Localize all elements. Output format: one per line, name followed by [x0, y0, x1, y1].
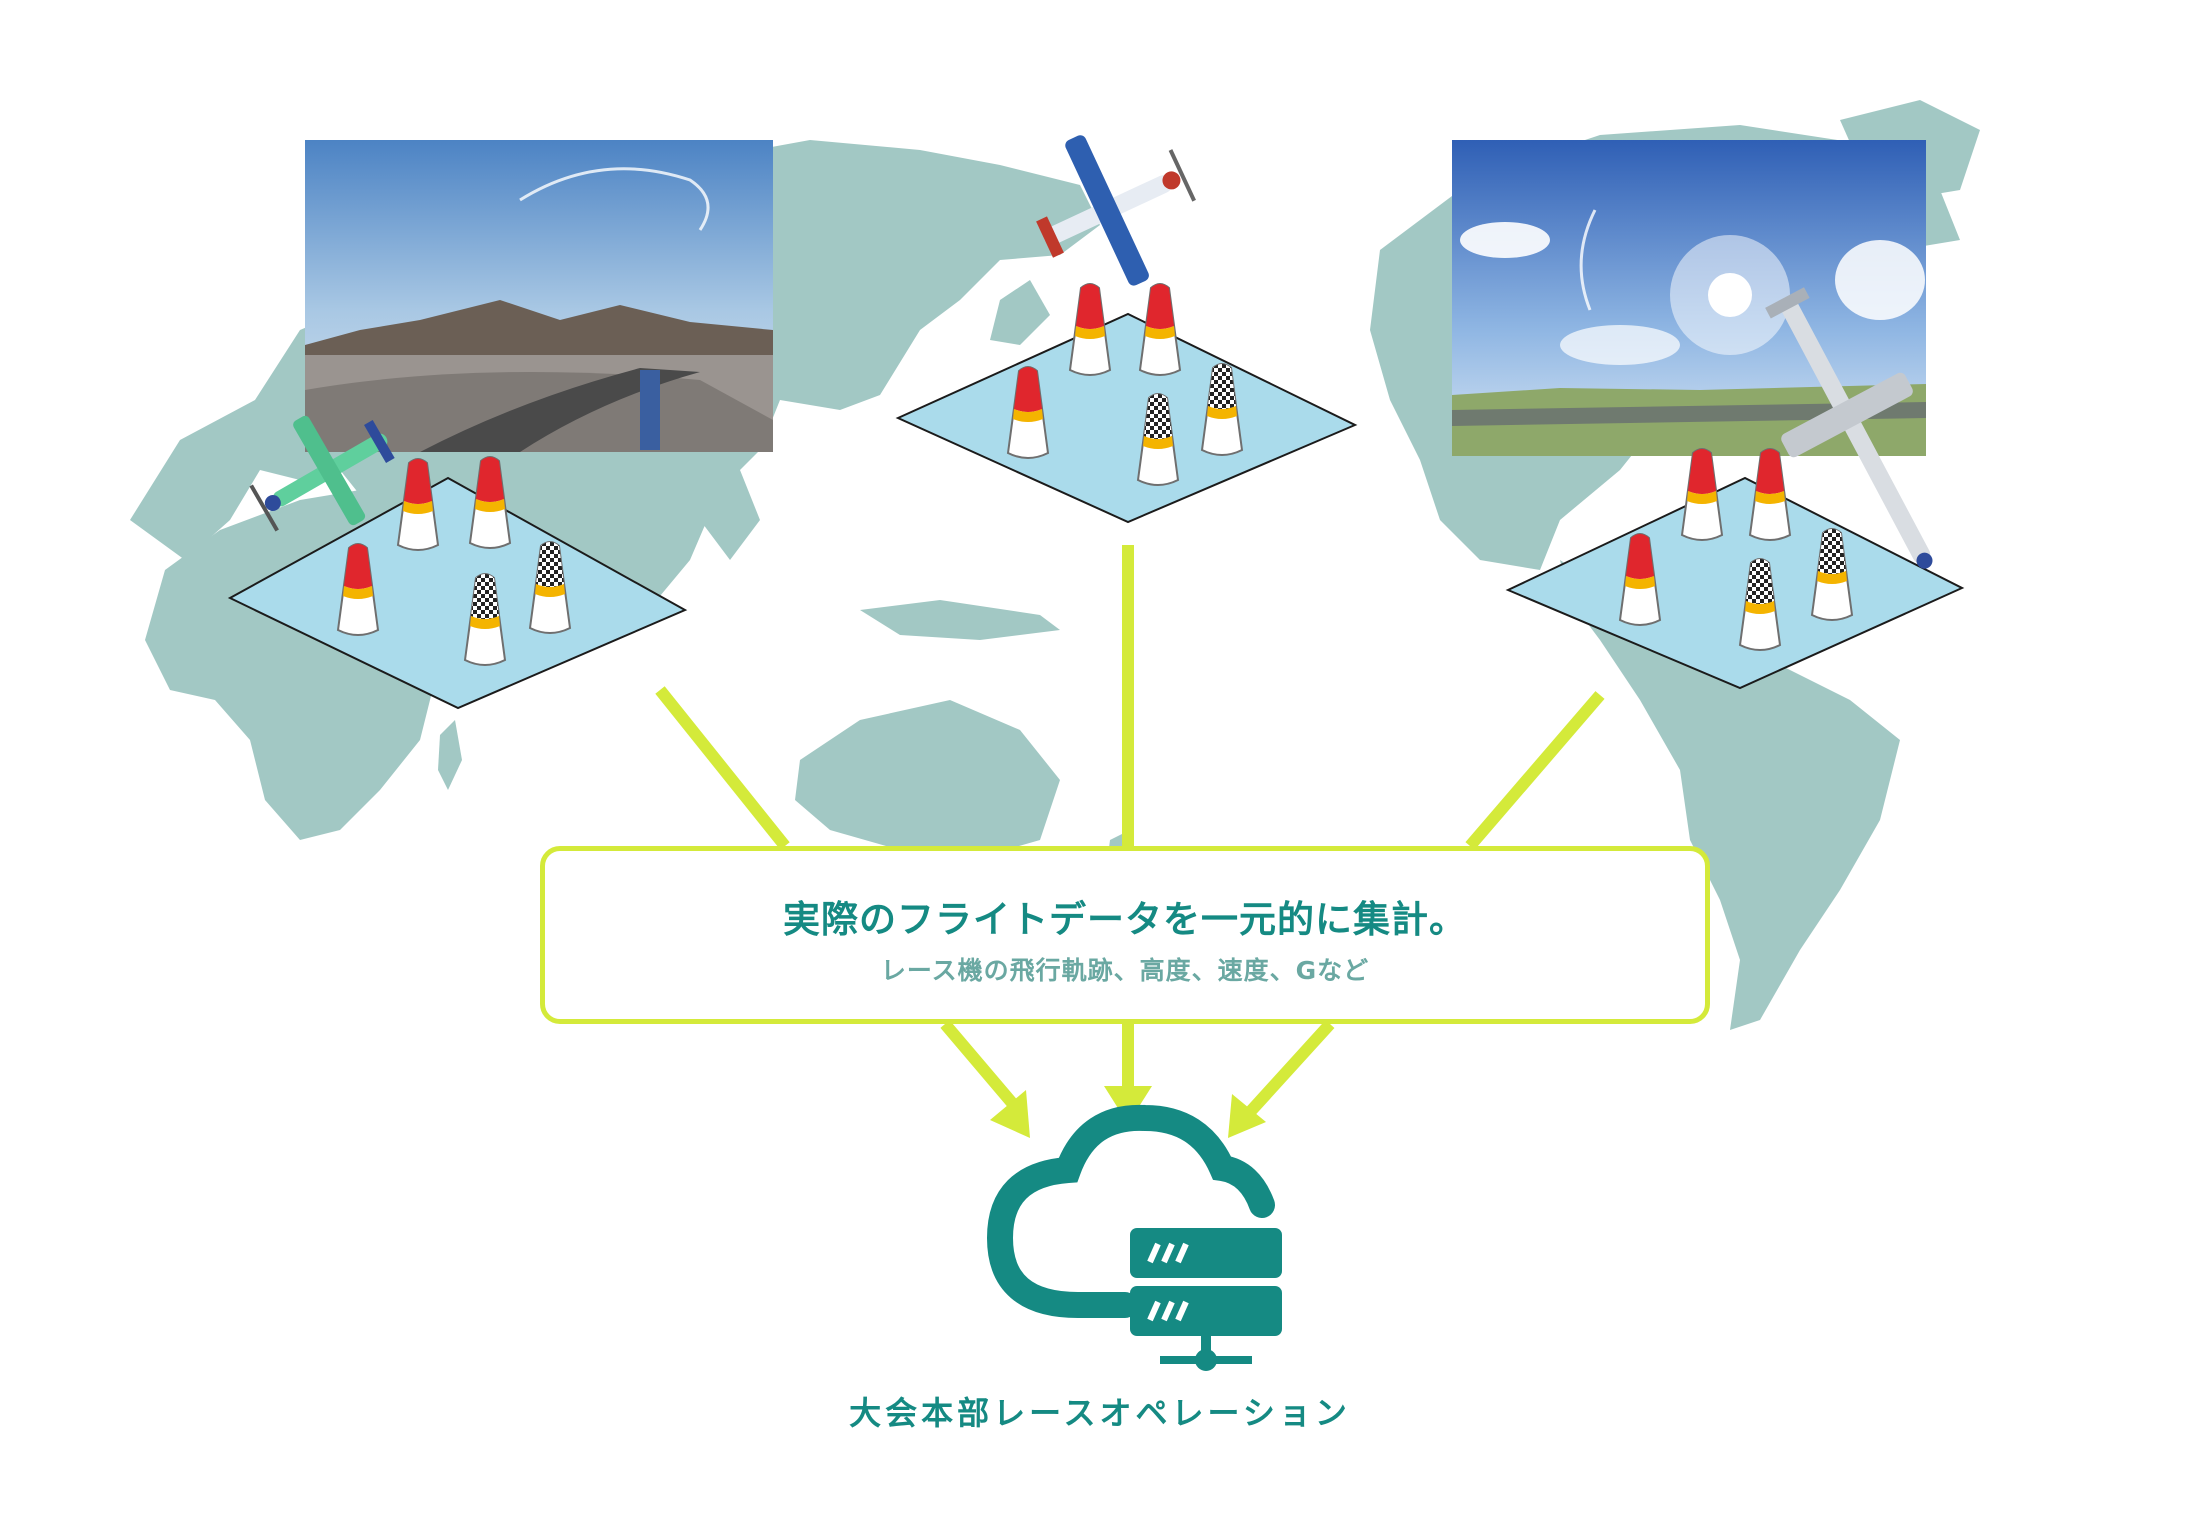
- summary-subtitle: レース機の飛行軌跡、高度、速度、Gなど: [545, 951, 1705, 987]
- flow-arrows: [660, 545, 1600, 1112]
- headquarters-label: 大会本部レースオペレーション: [0, 1388, 2200, 1434]
- pylon-icon: [1070, 284, 1110, 375]
- racetrack-photo: [305, 140, 773, 452]
- pylon-icon: [1750, 449, 1790, 540]
- cloud-server-icon: [1000, 1118, 1282, 1371]
- pylon-icon: [1682, 449, 1722, 540]
- summary-box: 実際のフライトデータを一元的に集計。 レース機の飛行軌跡、高度、速度、Gなど: [540, 846, 1710, 1024]
- summary-title: 実際のフライトデータを一元的に集計。: [545, 889, 1705, 943]
- pylon-icon: [1140, 284, 1180, 375]
- race-pad-center: [898, 284, 1355, 522]
